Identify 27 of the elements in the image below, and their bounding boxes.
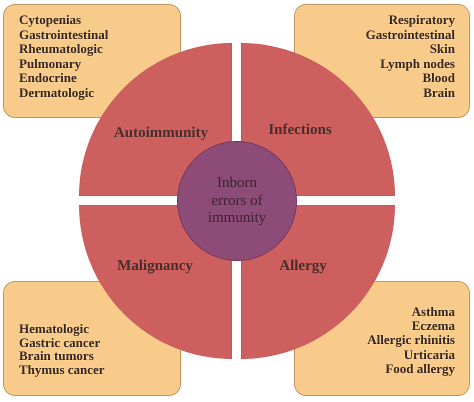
condition-item: Lymph nodes: [380, 56, 455, 72]
condition-item: Asthma: [412, 305, 455, 320]
category-label: Malignancy: [117, 257, 193, 275]
condition-item: Thymus cancer: [19, 362, 105, 376]
condition-item: Endocrine: [19, 71, 77, 86]
condition-item: Food allergy: [385, 362, 455, 376]
condition-item: Brain: [423, 86, 455, 101]
condition-item: Gastric cancer: [19, 336, 100, 349]
condition-item: Gastrointestinal: [19, 28, 108, 42]
condition-item: Brain tumors: [19, 349, 94, 362]
center-label: Inborn errors of immunity: [206, 174, 268, 228]
condition-item: Eczema: [412, 319, 455, 334]
category-label: Infections: [268, 121, 332, 139]
category-label: Allergy: [279, 257, 327, 275]
condition-item: Cytopenias: [19, 13, 82, 28]
condition-item: Dermatologic: [19, 86, 94, 101]
condition-item: Hematologic: [19, 322, 90, 336]
condition-item: Blood: [422, 71, 455, 86]
condition-item: Gastrointestinal: [366, 28, 455, 42]
condition-item: Allergic rhinitis: [367, 333, 455, 348]
condition-item: Rheumatologic: [19, 42, 103, 57]
condition-item: Pulmonary: [19, 56, 82, 72]
category-label: Autoimmunity: [114, 124, 208, 142]
condition-item: Respiratory: [388, 13, 455, 28]
condition-item: Urticaria: [404, 348, 455, 362]
center-circle: [177, 141, 297, 261]
condition-item: Skin: [430, 42, 455, 57]
